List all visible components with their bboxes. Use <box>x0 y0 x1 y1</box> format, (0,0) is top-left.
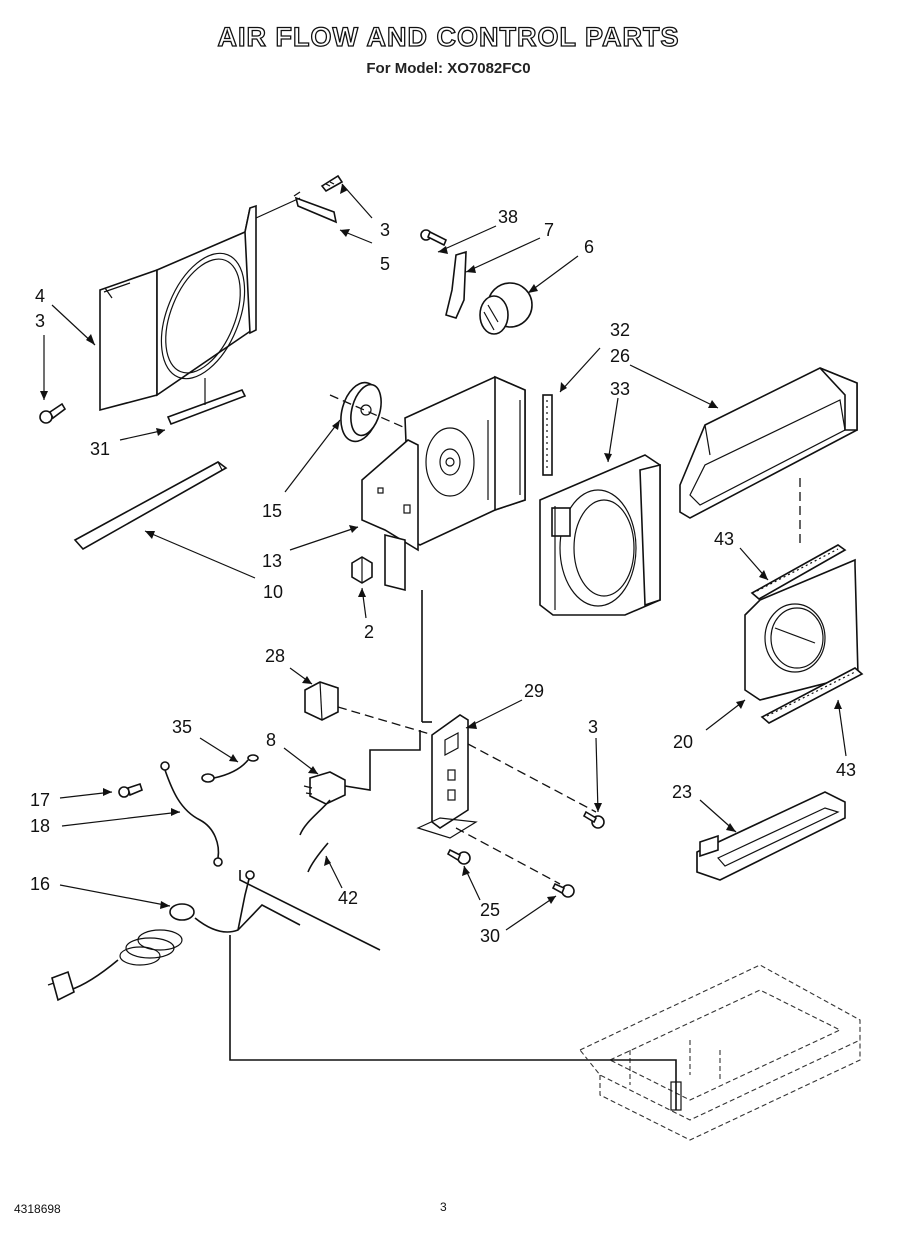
callout-28: 28 <box>265 646 285 666</box>
callout-31: 31 <box>90 439 110 459</box>
callout-7: 7 <box>544 220 554 240</box>
callout-17: 17 <box>30 790 50 810</box>
rotary-switch-28 <box>304 681 441 738</box>
callout-5: 5 <box>380 254 390 274</box>
callout-43-bottom: 43 <box>836 760 856 780</box>
callout-32: 32 <box>610 320 630 340</box>
callout-25: 25 <box>480 900 500 920</box>
callout-15: 15 <box>262 501 282 521</box>
callout-23: 23 <box>672 782 692 802</box>
arrowheads <box>40 184 842 909</box>
capacitor-assembly <box>420 229 533 335</box>
callout-29: 29 <box>524 681 544 701</box>
callout-8: 8 <box>266 730 276 750</box>
gasket-32 <box>542 394 553 476</box>
callout-20: 20 <box>673 732 693 752</box>
document-number: 4318698 <box>14 1202 61 1216</box>
callout-3-screw-top: 3 <box>380 220 390 240</box>
air-duct <box>679 367 858 545</box>
callout-2: 2 <box>364 622 374 642</box>
callout-42: 42 <box>338 888 358 908</box>
screw-3-right <box>582 810 605 829</box>
screw-30 <box>551 882 575 898</box>
callout-33: 33 <box>610 379 630 399</box>
screw-left <box>39 402 67 424</box>
foam-strip-31 <box>166 378 247 426</box>
callout-6: 6 <box>584 237 594 257</box>
callout-16: 16 <box>30 874 50 894</box>
diagram-title: AIR FLOW AND CONTROL PARTS <box>217 21 680 52</box>
callout-10: 10 <box>263 582 283 602</box>
screw-top <box>320 174 344 193</box>
base-pan-phantom <box>579 964 861 1141</box>
control-bracket-29 <box>416 590 478 839</box>
relay-8 <box>299 730 421 836</box>
foam-strip-43-top <box>750 544 847 600</box>
fan-hub <box>329 381 411 443</box>
callout-38: 38 <box>498 207 518 227</box>
screw-17 <box>118 782 143 798</box>
center-bulkhead <box>361 375 526 592</box>
orifice-panel-20 <box>744 558 859 701</box>
model-subtitle: For Model: XO7082FC0 <box>366 60 531 77</box>
callout-43-top: 43 <box>714 529 734 549</box>
callout-35: 35 <box>172 717 192 737</box>
wire-42 <box>307 842 329 873</box>
drain-pan-23 <box>696 791 846 881</box>
power-cord-16 <box>47 870 600 1061</box>
bracket-5 <box>293 191 338 224</box>
wire-harness-18 <box>160 761 381 951</box>
scroll-housing <box>539 454 661 616</box>
callout-18: 18 <box>30 816 50 836</box>
foam-strip-10 <box>73 461 228 551</box>
clip-2 <box>351 556 373 584</box>
callout-30: 30 <box>480 926 500 946</box>
callout-4: 4 <box>35 286 45 306</box>
thermistor-35 <box>201 754 259 783</box>
screw-25 <box>446 848 471 865</box>
callout-3-screw-left: 3 <box>35 311 45 331</box>
fan-shroud-panel <box>99 204 257 412</box>
callout-3-screw-right: 3 <box>588 717 598 737</box>
callout-26: 26 <box>610 346 630 366</box>
page-number: 3 <box>440 1200 447 1214</box>
foam-strip-43-bottom <box>760 667 864 724</box>
callout-13: 13 <box>262 551 282 571</box>
